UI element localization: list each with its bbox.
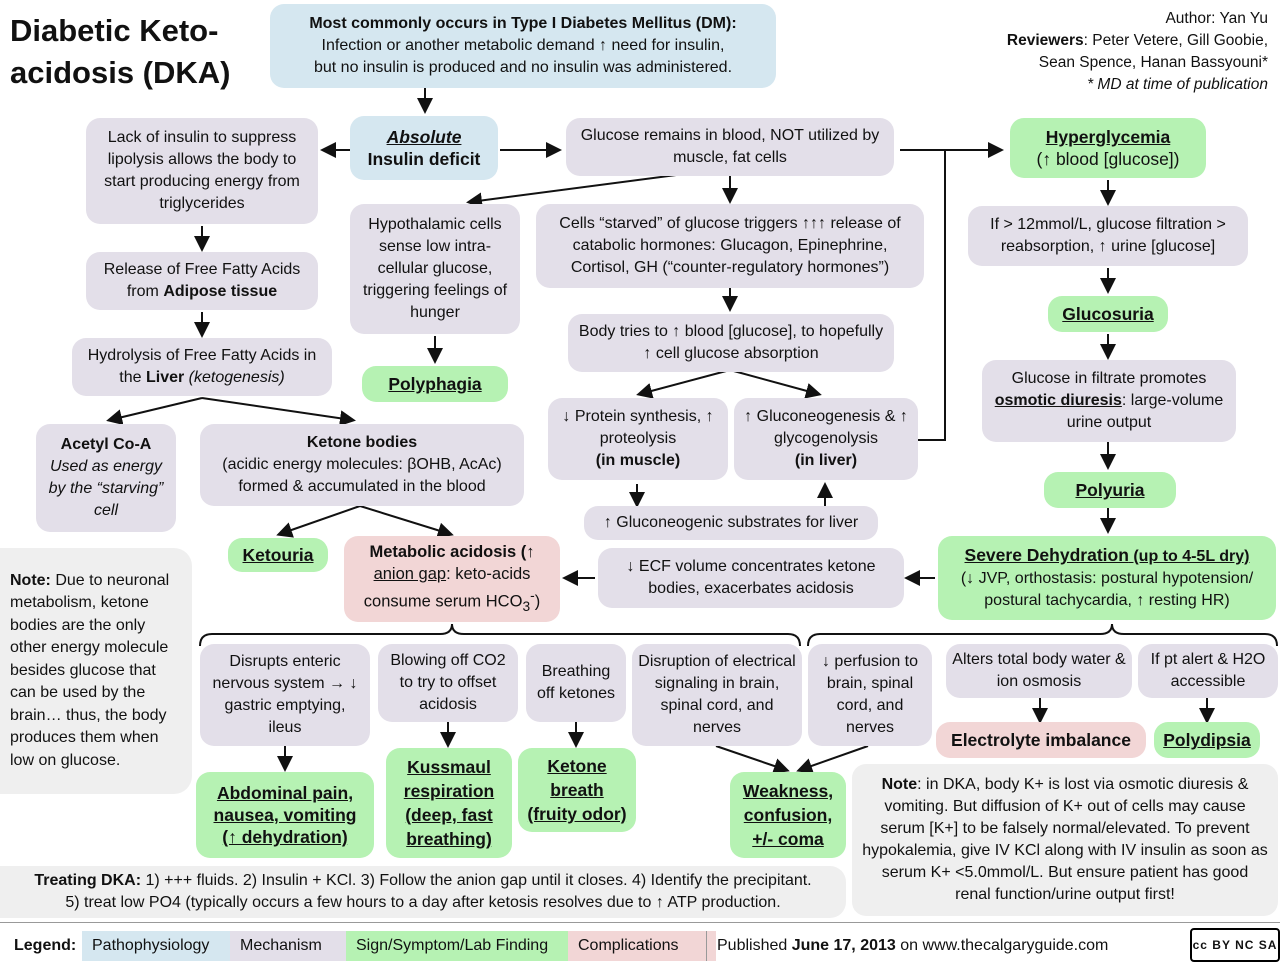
glucosuria-box: Glucosuria xyxy=(1048,296,1168,332)
top-box-line-2: Infection or another metabolic demand ↑ … xyxy=(321,37,725,54)
legend-bar: Legend: Pathophysiology Mechanism Sign/S… xyxy=(0,922,1280,961)
release-ffa-box: Release of Free Fatty Acids from Adipose… xyxy=(86,252,318,310)
cells-starved-box: Cells “starved” of glucose triggers ↑↑↑ … xyxy=(536,204,924,288)
ketone-breath-box: Ketone breath (fruity odor) xyxy=(518,748,636,832)
author-block: Author: Yan Yu Reviewers: Peter Vetere, … xyxy=(1007,8,1268,96)
polyuria-box: Polyuria xyxy=(1044,472,1176,508)
potassium-note-box: Note: in DKA, body K+ is lost via osmoti… xyxy=(852,764,1278,916)
legend-complications: Complications xyxy=(568,931,716,961)
abdominal-pain-box: Abdominal pain, nausea, vomiting (↑ dehy… xyxy=(196,772,374,858)
blowing-co2-box: Blowing off CO2 to try to offset acidosi… xyxy=(378,644,518,722)
metabolic-acidosis-box: Metabolic acidosis (↑anion gap: keto-aci… xyxy=(344,536,560,622)
enteric-nervous-box: Disrupts enteric nervous system → ↓ gast… xyxy=(200,644,370,746)
top-box-line-3: but no insulin is produced and no insuli… xyxy=(313,59,733,76)
glucose-filtration-box: If > 12mmol/L, glucose filtration > reab… xyxy=(968,206,1248,266)
hypothalamic-box: Hypothalamic cells sense low intra-cellu… xyxy=(350,204,520,334)
gluconeogenic-substrates-box: ↑ Gluconeogenic substrates for liver xyxy=(584,506,878,540)
ketouria-box: Ketouria xyxy=(228,538,328,572)
ketone-bodies-box: Ketone bodies (acidic energy molecules: … xyxy=(200,424,524,506)
gluconeogenesis-box: ↑ Gluconeogenesis & ↑ glycogenolysis (in… xyxy=(734,398,918,480)
acetyl-coa-box: Acetyl Co-A Used as energy by the “starv… xyxy=(36,424,176,532)
polyphagia-box: Polyphagia xyxy=(362,366,508,402)
body-tries-box: Body tries to ↑ blood [glucose], to hope… xyxy=(568,314,894,372)
legend-mechanism: Mechanism xyxy=(230,931,366,961)
protein-synthesis-box: ↓ Protein synthesis, ↑ proteolysis (in m… xyxy=(548,398,728,480)
kussmaul-box: Kussmaul respiration (deep, fast breathi… xyxy=(386,748,512,858)
top-box-line-1: Most commonly occurs in Type I Diabetes … xyxy=(309,15,737,32)
weakness-confusion-box: Weakness, confusion, +/- coma xyxy=(730,772,846,858)
severe-dehydration-box: Severe Dehydration (up to 4-5L dry) (↓ J… xyxy=(938,536,1276,620)
treating-dka-box: Treating DKA: 1) +++ fluids. 2) Insulin … xyxy=(0,866,846,918)
electrolyte-imbalance-box: Electrolyte imbalance xyxy=(936,722,1146,758)
type1-dm-box: Most commonly occurs in Type I Diabetes … xyxy=(270,4,776,88)
author-line: Author: Yan Yu xyxy=(1165,10,1268,27)
note-brain-box: Note: Due to neuronal metabolism, ketone… xyxy=(0,548,192,794)
electrical-signaling-box: Disruption of electrical signaling in br… xyxy=(632,644,802,746)
published-info: Published June 17, 2013 on www.thecalgar… xyxy=(706,931,1118,961)
breathing-off-ketones-box: Breathing off ketones xyxy=(526,644,626,722)
page-title: Diabetic Keto- acidosis (DKA) xyxy=(10,10,230,94)
lack-of-insulin-box: Lack of insulin to suppress lipolysis al… xyxy=(86,118,318,224)
alters-body-water-box: Alters total body water & ion osmosis xyxy=(946,644,1132,698)
pt-alert-box: If pt alert & H2O accessible xyxy=(1138,644,1278,698)
hyperglycemia-box: Hyperglycemia (↑ blood [glucose]) xyxy=(1010,118,1206,178)
absolute-insulin-deficit-box: Absolute Insulin deficit xyxy=(350,116,498,180)
author-footnote: * MD at time of publication xyxy=(1087,76,1268,93)
reviewers-line-2: Sean Spence, Hanan Bassyouni* xyxy=(1038,54,1268,71)
polydipsia-box: Polydipsia xyxy=(1154,722,1260,758)
legend-pathophysiology: Pathophysiology xyxy=(82,931,250,961)
osmotic-diuresis-box: Glucose in filtrate promotes osmotic diu… xyxy=(982,360,1236,442)
legend-sign-symptom: Sign/Symptom/Lab Finding xyxy=(346,931,588,961)
title-line-2: acidosis (DKA) xyxy=(10,55,231,90)
legend-label: Legend: xyxy=(14,937,77,954)
reviewers-line: Reviewers: Peter Vetere, Gill Goobie, xyxy=(1006,32,1268,49)
perfusion-box: ↓ perfusion to brain, spinal cord, and n… xyxy=(808,644,932,746)
creative-commons-icon: cc BY NC SA xyxy=(1190,928,1280,962)
hydrolysis-box: Hydrolysis of Free Fatty Acids in the Li… xyxy=(72,338,332,396)
title-line-1: Diabetic Keto- xyxy=(10,13,219,48)
ecf-volume-box: ↓ ECF volume concentrates ketone bodies,… xyxy=(598,548,904,608)
glucose-remains-box: Glucose remains in blood, NOT utilized b… xyxy=(566,118,894,176)
